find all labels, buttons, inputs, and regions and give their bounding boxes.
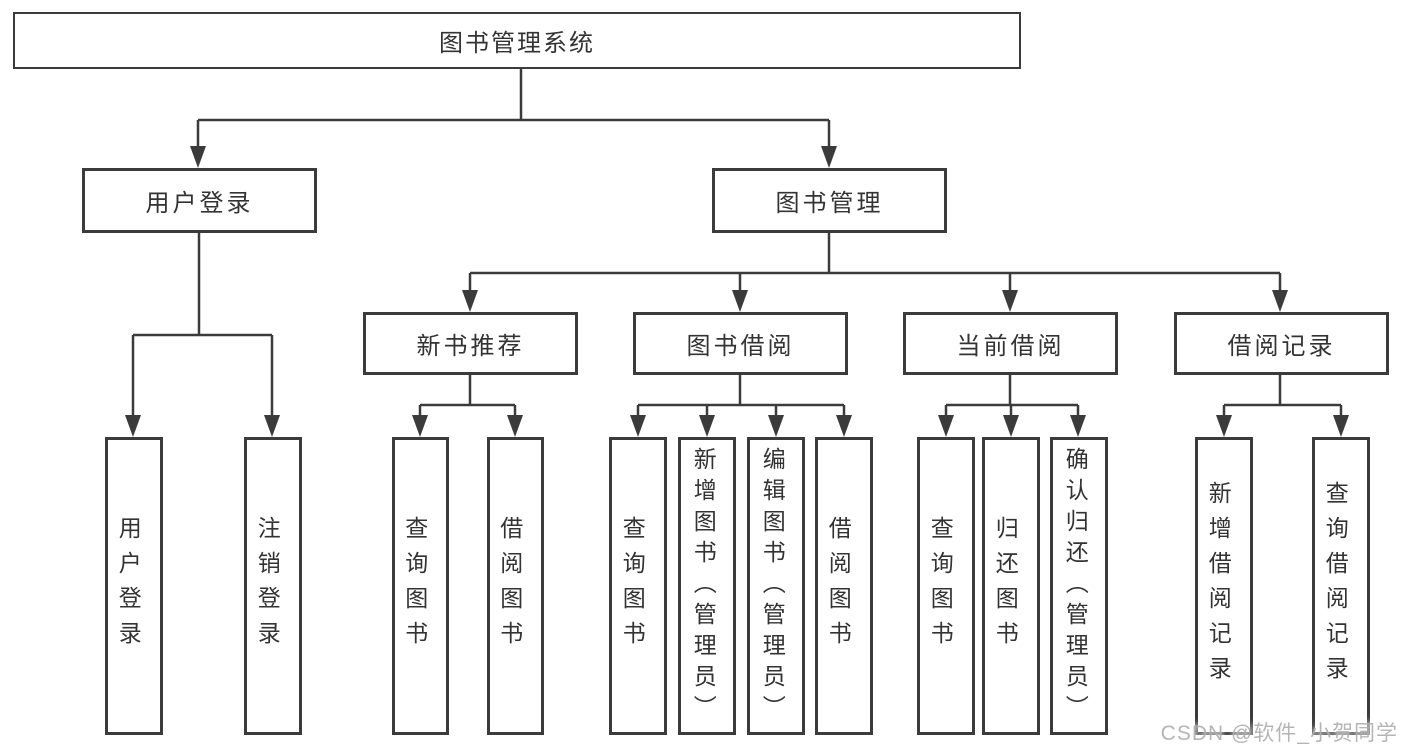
leaf-edit-book-admin-label: 编辑图书（管理员） — [759, 446, 786, 726]
leaf-add-borrow-record: 新增借阅记录 — [1195, 437, 1253, 735]
leaf-return-books-label: 归还图书 — [992, 516, 1019, 656]
leaf-borrow-books-recommend-label: 借阅图书 — [496, 516, 523, 656]
node-book-management: 图书管理 — [712, 168, 947, 233]
node-user-login-label: 用户登录 — [145, 190, 254, 217]
node-book-borrow-label: 图书借阅 — [686, 333, 795, 360]
node-book-management-label: 图书管理 — [775, 190, 884, 217]
leaf-add-book-admin-label: 新增图书（管理员） — [690, 446, 717, 726]
leaf-query-borrow-record-label: 查询借阅记录 — [1322, 481, 1349, 691]
leaf-query-books-current-label: 查询图书 — [927, 516, 954, 656]
node-new-book-recommend-label: 新书推荐 — [416, 333, 525, 360]
leaf-logout-label: 注销登录 — [254, 516, 281, 656]
leaf-borrow-books-recommend: 借阅图书 — [487, 437, 544, 735]
node-user-login: 用户登录 — [82, 168, 317, 233]
node-new-book-recommend: 新书推荐 — [363, 312, 578, 375]
node-root-label: 图书管理系统 — [439, 30, 595, 57]
leaf-confirm-return-admin: 确认归还（管理员） — [1050, 437, 1108, 735]
leaf-query-books-borrow: 查询图书 — [609, 437, 667, 735]
leaf-query-books-recommend-label: 查询图书 — [401, 516, 428, 656]
leaf-add-book-admin: 新增图书（管理员） — [678, 437, 736, 735]
connector-root-to-level2 — [190, 69, 837, 168]
leaf-query-books-recommend: 查询图书 — [392, 437, 449, 735]
connector-current-borrow-to-leaves — [938, 375, 1086, 437]
leaf-user-login: 用户登录 — [105, 437, 163, 735]
node-borrow-records-label: 借阅记录 — [1227, 333, 1336, 360]
connector-book-management-to-level3 — [462, 233, 1288, 312]
node-current-borrow-label: 当前借阅 — [956, 333, 1065, 360]
leaf-add-borrow-record-label: 新增借阅记录 — [1205, 481, 1232, 691]
connector-book-borrow-to-leaves — [630, 375, 852, 437]
leaf-confirm-return-admin-label: 确认归还（管理员） — [1062, 446, 1089, 726]
node-current-borrow: 当前借阅 — [903, 312, 1118, 375]
watermark: CSDN @软件_小贺同学 — [1160, 722, 1398, 745]
leaf-query-borrow-record: 查询借阅记录 — [1312, 437, 1370, 735]
node-borrow-records: 借阅记录 — [1174, 312, 1389, 375]
leaf-logout: 注销登录 — [244, 437, 302, 735]
node-root-system: 图书管理系统 — [13, 12, 1021, 69]
connector-user-login-to-leaves — [125, 233, 280, 437]
leaf-edit-book-admin: 编辑图书（管理员） — [747, 437, 805, 735]
node-book-borrow: 图书借阅 — [633, 312, 848, 375]
leaf-query-books-current: 查询图书 — [917, 437, 975, 735]
leaf-query-books-borrow-label: 查询图书 — [619, 516, 646, 656]
leaf-return-books: 归还图书 — [982, 437, 1040, 735]
leaf-borrow-books: 借阅图书 — [815, 437, 873, 735]
leaf-borrow-books-label: 借阅图书 — [825, 516, 852, 656]
connector-new-book-recommend-to-leaves — [412, 375, 523, 437]
leaf-user-login-label: 用户登录 — [115, 516, 142, 656]
connector-borrow-records-to-leaves — [1216, 375, 1349, 437]
